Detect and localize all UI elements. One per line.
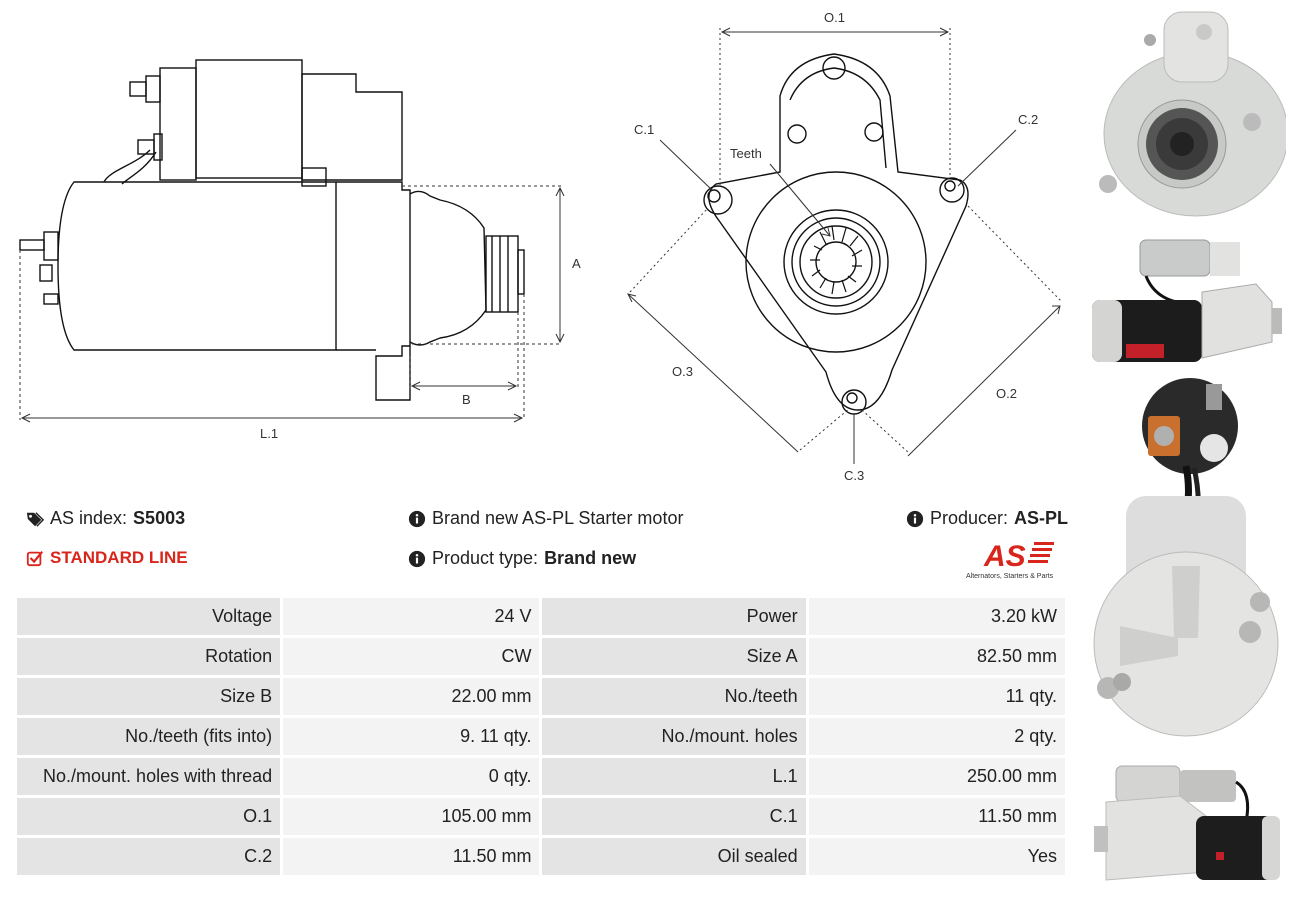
info-circle-icon xyxy=(408,550,426,567)
producer-label: Producer: xyxy=(930,508,1009,528)
dimension-label-a: A xyxy=(572,256,581,271)
spec-value: Yes xyxy=(808,838,1065,875)
spec-value: 11.50 mm xyxy=(283,838,540,875)
spec-label: No./mount. holes with thread xyxy=(17,758,281,795)
as-index-label: AS index: xyxy=(50,508,128,528)
spec-value: CW xyxy=(283,638,540,675)
info-circle-icon xyxy=(906,510,924,527)
side-view-drawing: A B L.1 xyxy=(19,59,581,441)
logo-tagline: Alternators, Starters & Parts xyxy=(966,573,1054,580)
producer: Producer: AS-PL xyxy=(906,508,1068,529)
spec-value: 9. 11 qty. xyxy=(283,718,540,755)
as-index-value: S5003 xyxy=(133,508,186,528)
front-view-drawing: O.1 C.1 C.2 Teeth O.3 O.2 C.3 xyxy=(627,10,1063,483)
check-square-icon xyxy=(26,551,44,567)
standard-line-badge: STANDARD LINE xyxy=(26,548,188,568)
spec-value: 24 V xyxy=(283,598,540,635)
as-index: AS index: S5003 xyxy=(26,508,185,529)
spec-value: 11.50 mm xyxy=(808,798,1065,835)
as-pl-logo[interactable]: AS Alternators, Starters & Parts xyxy=(964,538,1068,582)
spec-value: 2 qty. xyxy=(808,718,1065,755)
product-type: Product type: Brand new xyxy=(408,548,636,569)
spec-row: No./teeth (fits into)9. 11 qty.No./mount… xyxy=(17,718,1065,755)
dimension-label-o3: O.3 xyxy=(672,364,693,379)
product-description: Brand new AS-PL Starter motor xyxy=(408,508,683,529)
dimension-label-teeth: Teeth xyxy=(730,146,762,161)
spec-label: No./mount. holes xyxy=(542,718,806,755)
tags-icon xyxy=(26,511,44,527)
spec-label: No./teeth (fits into) xyxy=(17,718,281,755)
spec-value: 11 qty. xyxy=(808,678,1065,715)
info-circle-icon xyxy=(408,510,426,527)
spec-label: L.1 xyxy=(542,758,806,795)
logo-text: AS xyxy=(983,540,1026,573)
producer-value: AS-PL xyxy=(1014,508,1069,528)
spec-value: 22.00 mm xyxy=(283,678,540,715)
spec-value: 0 qty. xyxy=(283,758,540,795)
dimension-label-c2: C.2 xyxy=(1018,112,1038,127)
spec-value: 250.00 mm xyxy=(808,758,1065,795)
standard-line-label: STANDARD LINE xyxy=(50,548,188,567)
dimension-label-b: B xyxy=(462,392,471,407)
spec-value: 105.00 mm xyxy=(283,798,540,835)
spec-label: Oil sealed xyxy=(542,838,806,875)
dimension-label-c1: C.1 xyxy=(634,122,654,137)
product-photo-front[interactable] xyxy=(1086,4,1286,226)
product-type-value: Brand new xyxy=(544,548,637,568)
product-photo-side-alt[interactable] xyxy=(1086,752,1286,892)
dimension-label-o2: O.2 xyxy=(996,386,1017,401)
spec-label: Rotation xyxy=(17,638,281,675)
spec-value: 82.50 mm xyxy=(808,638,1065,675)
spec-label: Voltage xyxy=(17,598,281,635)
dimension-label-l1: L.1 xyxy=(260,426,278,441)
product-photo-side[interactable] xyxy=(1086,232,1286,372)
spec-label: O.1 xyxy=(17,798,281,835)
spec-label: Size A xyxy=(542,638,806,675)
product-type-label: Product type: xyxy=(432,548,539,568)
spec-label: C.1 xyxy=(542,798,806,835)
spec-label: C.2 xyxy=(17,838,281,875)
spec-label: Size B xyxy=(17,678,281,715)
spec-label: No./teeth xyxy=(542,678,806,715)
spec-label: Power xyxy=(542,598,806,635)
dimension-label-c3: C.3 xyxy=(844,468,864,483)
dimension-label-o1: O.1 xyxy=(824,10,845,25)
product-description-text: Brand new AS-PL Starter motor xyxy=(432,508,684,528)
product-photo-rear[interactable] xyxy=(1086,376,1286,746)
spec-value: 3.20 kW xyxy=(808,598,1065,635)
